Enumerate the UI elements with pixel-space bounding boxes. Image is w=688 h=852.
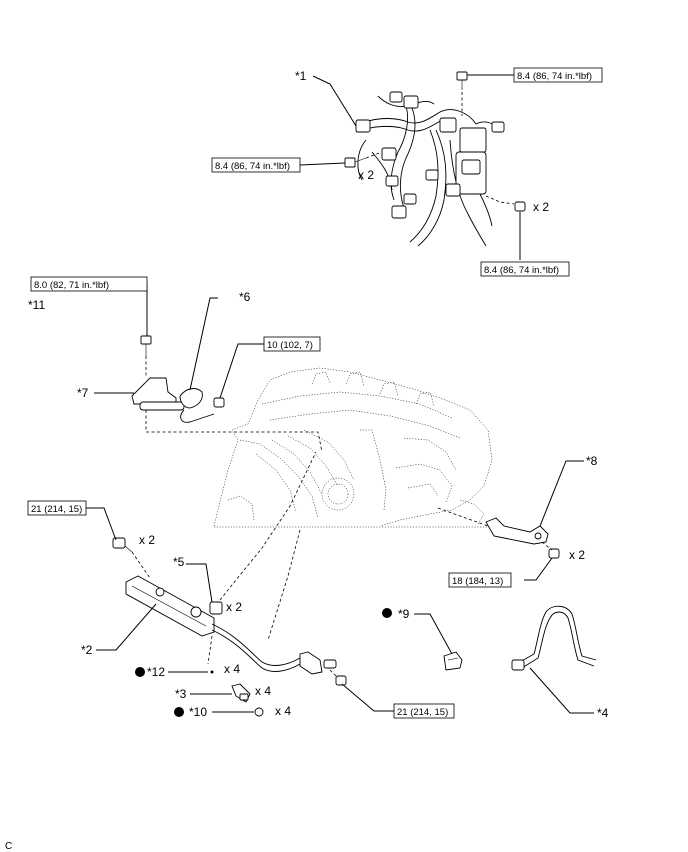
leader-torque-rail-bracket — [524, 557, 553, 581]
fuel-delivery-pipe — [125, 575, 301, 672]
svg-text:21 (214, 15): 21 (214, 15) — [31, 504, 82, 515]
spacer — [209, 601, 223, 615]
engine-wire-harness — [355, 91, 505, 247]
leader-torque-clamp — [219, 343, 264, 399]
fuel-hose-clamp — [179, 388, 225, 423]
callout-p4: *4 — [597, 706, 609, 720]
callout-p7: *7 — [77, 386, 89, 400]
fuel-injector — [231, 683, 251, 703]
engine-outline — [213, 367, 500, 528]
leader-p9 — [414, 613, 453, 655]
dash-bracket — [145, 410, 323, 453]
callout-p5: *5 — [173, 555, 185, 569]
non-reusable-marker-p9 — [382, 608, 392, 618]
torque-rail-bracket: 18 (184, 13) — [448, 572, 512, 588]
rail-bracket-bolt — [548, 548, 560, 559]
torque-fuel-pipe: 21 (214, 15) — [393, 703, 455, 719]
dash-harness-bottom — [485, 195, 515, 205]
qty-spacer: x 2 — [226, 600, 242, 614]
rail-bolt — [112, 537, 133, 553]
callout-p10: *10 — [189, 705, 207, 719]
leader-p2 — [96, 603, 157, 651]
svg-text:8.4 (86, 74 in.*lbf): 8.4 (86, 74 in.*lbf) — [484, 265, 559, 276]
rail-bracket — [485, 517, 549, 545]
torque-rail-bolt: 21 (214, 15) — [27, 500, 87, 516]
dash-spacer — [219, 451, 317, 601]
svg-text:8.4 (86, 74 in.*lbf): 8.4 (86, 74 in.*lbf) — [215, 161, 290, 172]
dash-rail-bolt — [131, 551, 151, 579]
leader-p1 — [312, 75, 357, 127]
leader-torque-rail-bolt — [86, 507, 117, 541]
fuel-tube — [511, 605, 597, 671]
qty-harness-bottom: x 2 — [533, 200, 549, 214]
leader-p8 — [539, 460, 584, 527]
torque-harness-left: 8.4 (86, 74 in.*lbf) — [211, 157, 301, 173]
qty-rail-bolt: x 2 — [139, 533, 155, 547]
leader-p4 — [529, 667, 594, 714]
svg-text:10 (102, 7): 10 (102, 7) — [267, 340, 313, 351]
torque-harness-bottom: 8.4 (86, 74 in.*lbf) — [480, 261, 570, 277]
insulator — [254, 707, 264, 717]
fuel-pipe-clamp — [443, 651, 463, 671]
bolt-left-icon — [344, 157, 367, 168]
harness-bolts — [344, 71, 526, 212]
callout-p8: *8 — [586, 454, 598, 468]
bolt-top-icon — [456, 71, 468, 90]
dash-bracket-8-bolt — [541, 541, 553, 551]
torque-clamp-bolt: 10 (102, 7) — [263, 336, 321, 352]
dash-rail-down — [207, 635, 213, 665]
non-reusable-marker-p12 — [135, 667, 145, 677]
svg-text:8.0 (82, 71 in.*lbf): 8.0 (82, 71 in.*lbf) — [34, 280, 109, 291]
svg-text:8.4 (86, 74 in.*lbf): 8.4 (86, 74 in.*lbf) — [517, 71, 592, 82]
o-ring-icon — [210, 670, 214, 674]
svg-text:21 (214, 15): 21 (214, 15) — [397, 707, 448, 718]
callout-p3: *3 — [175, 687, 187, 701]
callout-p1: *1 — [295, 69, 307, 83]
qty-harness-left: x 2 — [358, 168, 374, 182]
non-reusable-marker-p10 — [174, 707, 184, 717]
leader-torque-pipe — [341, 683, 394, 712]
dash-pipe-bolt — [329, 669, 339, 679]
callout-p12: *12 — [147, 665, 165, 679]
callout-p2: *2 — [81, 643, 93, 657]
leader-torque-harness-left — [299, 162, 346, 166]
svg-text:18 (184, 13): 18 (184, 13) — [452, 576, 503, 587]
figure-code: C — [5, 841, 12, 852]
fuel-pipe-end — [299, 651, 347, 686]
qty-bracket: x 2 — [569, 548, 585, 562]
torque-bracket-bolt: 8.0 (82, 71 in.*lbf) — [30, 276, 148, 292]
dash-bracket-8 — [437, 507, 489, 527]
leader-p6 — [189, 297, 218, 391]
callout-p6: *6 — [239, 290, 251, 304]
callout-p11: *11 — [28, 298, 45, 312]
leader-p5 — [186, 563, 213, 603]
qty-insulator: x 4 — [275, 704, 291, 718]
dash-harness-left — [365, 151, 383, 159]
callout-p9: *9 — [398, 607, 410, 621]
fuel-pipe-bracket — [131, 377, 185, 411]
dash-rail-up — [267, 529, 301, 641]
qty-o-ring: x 4 — [224, 662, 240, 676]
bolt-bottom-icon — [514, 201, 526, 212]
bracket-bolt — [140, 335, 152, 356]
torque-harness-top: 8.4 (86, 74 in.*lbf) — [513, 67, 603, 83]
qty-injector: x 4 — [255, 684, 271, 698]
